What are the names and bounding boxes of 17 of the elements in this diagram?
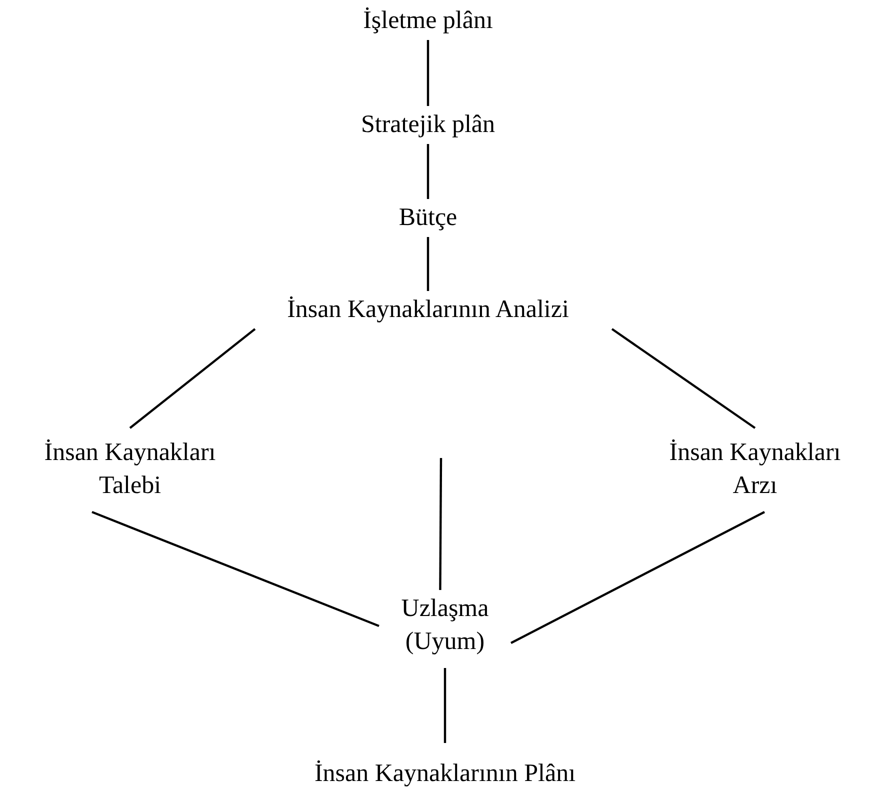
connector-line bbox=[129, 328, 256, 429]
node-label: İnsan Kaynakları Arzı bbox=[668, 438, 842, 501]
connector-line bbox=[444, 668, 446, 743]
node-label: İnsan Kaynakları Talebi bbox=[43, 438, 217, 501]
connector-line bbox=[426, 40, 430, 106]
node-label: Stratejik plân bbox=[361, 110, 495, 140]
connector-line bbox=[439, 458, 442, 590]
connector-line bbox=[510, 511, 765, 644]
node-label: İşletme plânı bbox=[363, 6, 493, 36]
connector-line bbox=[426, 144, 430, 199]
connector-line bbox=[92, 510, 380, 628]
connector-line bbox=[611, 328, 756, 429]
node-label: İnsan Kaynaklarının Analizi bbox=[287, 295, 569, 325]
connector-line bbox=[426, 237, 430, 291]
node-label: Uzlaşma (Uyum) bbox=[400, 594, 490, 657]
node-label: Bütçe bbox=[398, 203, 458, 233]
node-label: İnsan Kaynaklarının Plânı bbox=[314, 759, 576, 789]
